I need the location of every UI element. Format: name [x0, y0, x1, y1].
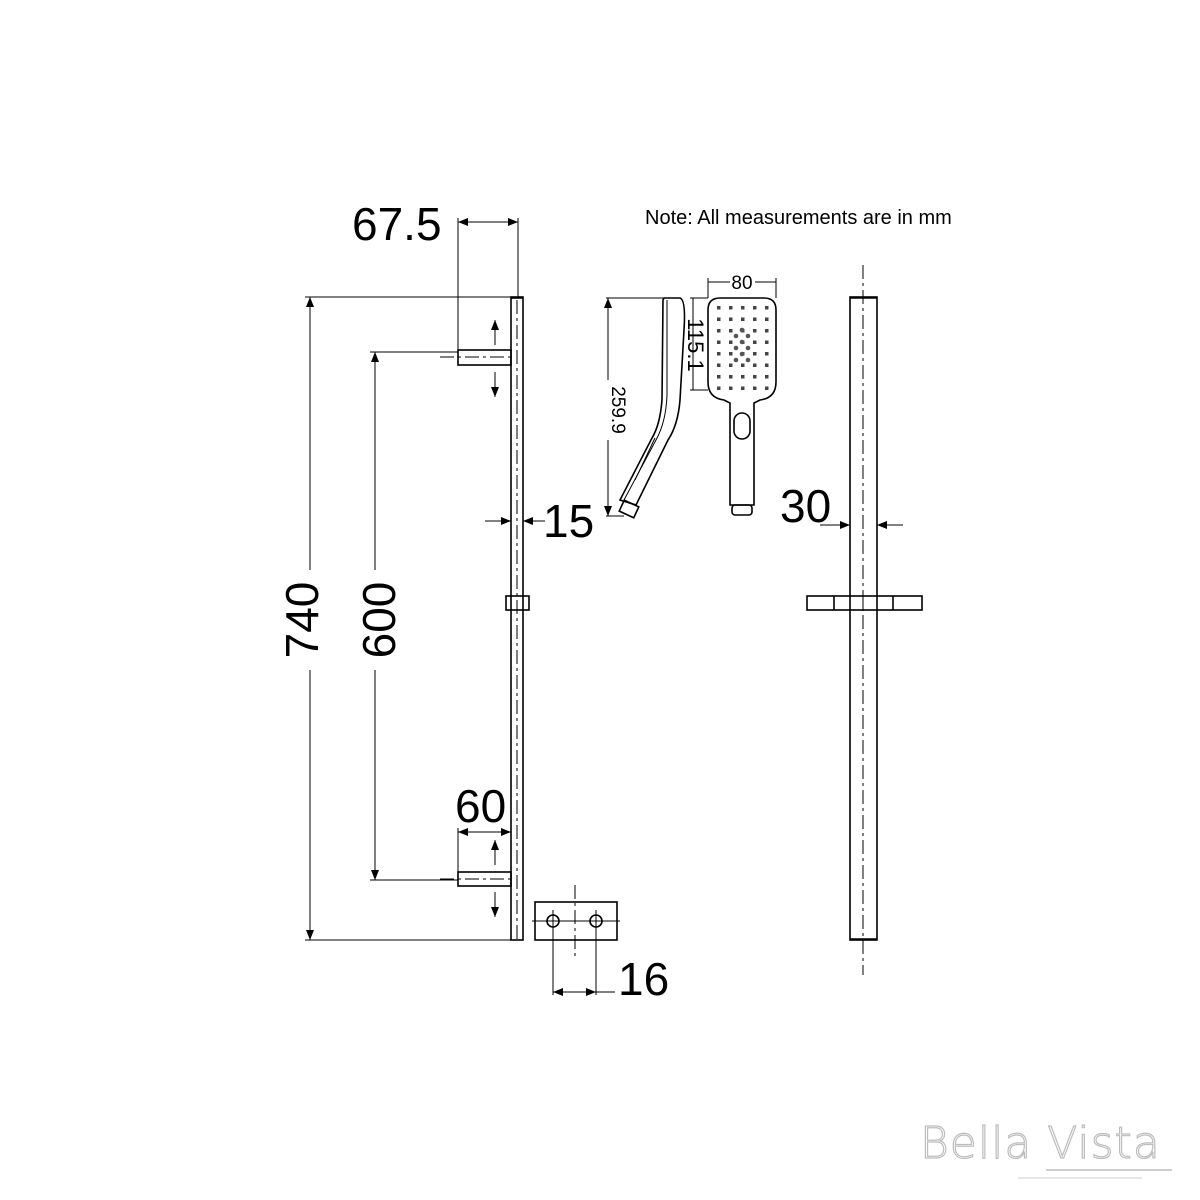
nozzle — [717, 340, 721, 344]
center-nozzle — [733, 345, 739, 351]
nozzle — [765, 375, 769, 379]
dimension-60: 60 — [455, 780, 512, 872]
nozzle — [765, 386, 769, 390]
label-259-9: 259.9 — [607, 386, 628, 434]
wall-plate: 16 — [532, 885, 669, 1005]
label-15: 15 — [543, 495, 594, 547]
dimension-740: 740 — [276, 296, 511, 941]
handshower-front-view: 80 115.1 — [683, 273, 777, 516]
label-80: 80 — [731, 273, 752, 294]
bella-vista-logo: Bella Vista — [919, 1117, 1172, 1179]
nozzle — [717, 352, 721, 356]
nozzle — [741, 317, 745, 321]
label-740: 740 — [276, 582, 328, 659]
nozzle — [741, 363, 745, 367]
label-60: 60 — [455, 780, 506, 832]
label-67-5: 67.5 — [352, 198, 442, 250]
center-nozzle — [745, 333, 751, 339]
nozzle — [765, 329, 769, 333]
slider-side — [505, 595, 530, 611]
label-115-1: 115.1 — [683, 318, 708, 371]
nozzle-grid — [717, 306, 769, 390]
nozzle — [753, 340, 757, 344]
label-600: 600 — [353, 582, 405, 659]
nozzle — [741, 306, 745, 310]
nozzle — [765, 352, 769, 356]
dimension-15: 15 — [485, 495, 594, 547]
nozzle — [729, 317, 733, 321]
nozzle — [729, 363, 733, 367]
nozzle — [717, 317, 721, 321]
handshower-side-view: 259.9 — [604, 297, 686, 519]
label-30: 30 — [780, 480, 831, 532]
nozzle — [765, 306, 769, 310]
nozzle — [753, 375, 757, 379]
center-nozzle — [745, 357, 751, 363]
dimension-30: 30 — [780, 480, 903, 532]
nozzle — [765, 317, 769, 321]
units-note: Note: All measurements are in mm — [645, 207, 952, 229]
nozzle — [753, 317, 757, 321]
nozzle — [729, 352, 733, 356]
nozzle — [753, 363, 757, 367]
nozzle — [753, 306, 757, 310]
rail-side — [510, 296, 524, 941]
nozzle — [753, 329, 757, 333]
center-nozzle — [739, 351, 745, 357]
nozzle — [729, 375, 733, 379]
nozzle — [753, 386, 757, 390]
nozzle — [729, 306, 733, 310]
nozzle — [717, 386, 721, 390]
nozzle — [765, 340, 769, 344]
center-nozzle — [739, 327, 745, 333]
nozzle — [717, 306, 721, 310]
nozzle — [717, 329, 721, 333]
center-nozzle — [745, 345, 751, 351]
rail-side-view — [440, 296, 530, 941]
nozzle — [765, 363, 769, 367]
rail-front-view — [806, 265, 923, 975]
center-nozzle — [733, 357, 739, 363]
logo-text: Bella Vista — [920, 1118, 1161, 1169]
label-16: 16 — [618, 953, 669, 1005]
nozzle — [741, 375, 745, 379]
dimension-600: 600 — [353, 351, 458, 881]
center-nozzle — [739, 339, 745, 345]
nozzle — [741, 386, 745, 390]
nozzle — [717, 363, 721, 367]
dimension-67-5: 67.5 — [352, 198, 519, 350]
nozzle — [753, 352, 757, 356]
nozzle — [729, 340, 733, 344]
nozzle — [717, 375, 721, 379]
nozzle — [729, 386, 733, 390]
center-nozzle — [733, 333, 739, 339]
nozzle — [729, 329, 733, 333]
